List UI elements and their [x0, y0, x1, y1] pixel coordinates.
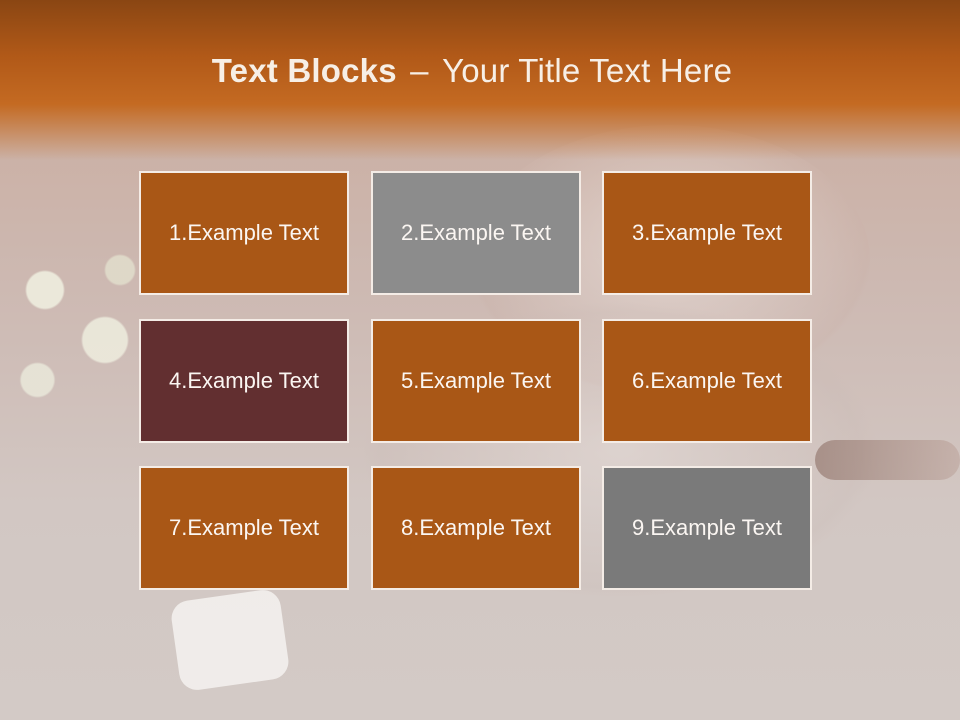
text-block-label: 6.Example Text	[631, 368, 782, 393]
text-block-label: 9.Example Text	[631, 515, 782, 540]
title-bold: Text Blocks	[211, 52, 397, 89]
title-rest: Your Title Text Here	[442, 52, 733, 89]
background-flowers	[0, 230, 150, 430]
header-band	[0, 0, 960, 160]
text-block-label: 2.Example Text	[400, 220, 551, 245]
text-block-3[interactable]: 3.Example Text	[602, 171, 812, 295]
text-block-5[interactable]: 5.Example Text	[371, 319, 581, 443]
text-block-label: 4.Example Text	[168, 368, 319, 393]
text-block-6[interactable]: 6.Example Text	[602, 319, 812, 443]
text-block-7[interactable]: 7.Example Text	[139, 466, 349, 590]
text-block-8[interactable]: 8.Example Text	[371, 466, 581, 590]
text-block-label: 1.Example Text	[168, 220, 319, 245]
text-block-4[interactable]: 4.Example Text	[139, 319, 349, 443]
slide-title[interactable]: Text Blocks – Your Title Text Here	[0, 52, 944, 90]
text-block-label: 3.Example Text	[631, 220, 782, 245]
text-block-label: 5.Example Text	[400, 368, 551, 393]
title-separator: –	[400, 52, 439, 89]
text-block-9[interactable]: 9.Example Text	[602, 466, 812, 590]
text-block-label: 7.Example Text	[168, 515, 319, 540]
text-block-2[interactable]: 2.Example Text	[371, 171, 581, 295]
text-block-label: 8.Example Text	[400, 515, 551, 540]
background-spoon	[815, 440, 960, 480]
text-block-1[interactable]: 1.Example Text	[139, 171, 349, 295]
